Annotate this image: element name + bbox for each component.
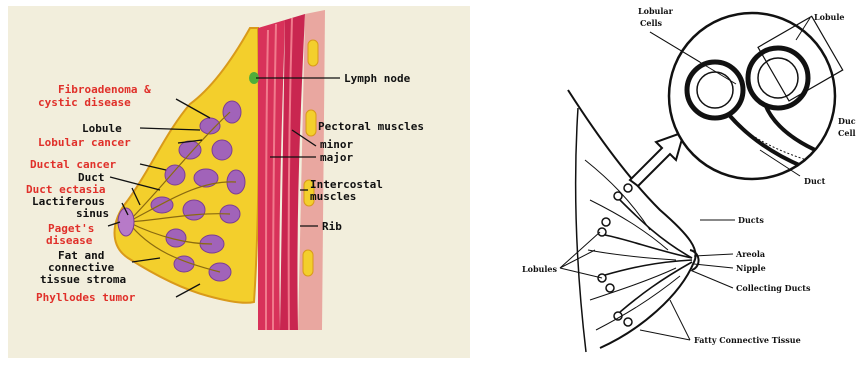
lobule bbox=[223, 101, 241, 123]
label-collecting-ducts: Collecting Ducts bbox=[736, 283, 811, 293]
label-rib: Rib bbox=[322, 220, 342, 233]
lobule-bulb bbox=[624, 318, 632, 326]
label-nipple: Nipple bbox=[736, 263, 766, 273]
label-tissue-stroma: tissue stroma bbox=[40, 273, 126, 286]
label-lobule: Lobule bbox=[82, 122, 122, 135]
lobule bbox=[212, 140, 232, 160]
label-muscles: muscles bbox=[310, 190, 356, 203]
label-disease: disease bbox=[46, 234, 93, 247]
label-lobular: Lobular bbox=[638, 6, 674, 16]
label-duct: Duct bbox=[804, 176, 826, 186]
label-sinus: sinus bbox=[76, 207, 109, 220]
label-lobule-magnified: Lobule bbox=[814, 12, 845, 22]
label-fatty-connective: Fatty Connective Tissue bbox=[694, 335, 801, 345]
lobule-bulb bbox=[614, 192, 622, 200]
label-minor: minor bbox=[320, 138, 353, 151]
chest-wall-line bbox=[576, 108, 586, 352]
rib bbox=[306, 110, 316, 136]
lobule-bulb bbox=[606, 284, 614, 292]
right-lineart-figure bbox=[560, 13, 843, 352]
label-major: major bbox=[320, 151, 353, 164]
label-cells: Cells bbox=[640, 18, 663, 28]
label-duct-top: Duc bbox=[838, 116, 856, 126]
label-cystic-disease: cystic disease bbox=[38, 96, 131, 109]
label-areola: Areola bbox=[735, 249, 765, 259]
right-ducts bbox=[605, 200, 692, 312]
magnify-arrow bbox=[630, 132, 684, 186]
left-anatomy-figure: Fibroadenoma & cystic disease Lobule Lob… bbox=[8, 6, 470, 358]
lobule bbox=[194, 169, 218, 187]
rib bbox=[303, 250, 313, 276]
lobule bbox=[179, 141, 201, 159]
label-ductal-cancer: Ductal cancer bbox=[30, 158, 116, 171]
label-lobular-cancer: Lobular cancer bbox=[38, 136, 131, 149]
rib bbox=[308, 40, 318, 66]
lobule-bulb bbox=[624, 184, 632, 192]
label-lobules: Lobules bbox=[522, 264, 558, 274]
lobule bbox=[183, 200, 205, 220]
label-lymph-node: Lymph node bbox=[344, 72, 411, 85]
label-fibroadenoma: Fibroadenoma & bbox=[58, 83, 151, 96]
lobule-bulb bbox=[598, 228, 606, 236]
connective-strands bbox=[585, 160, 680, 330]
label-pectoral-muscles: Pectoral muscles bbox=[318, 120, 424, 133]
lobule bbox=[165, 165, 185, 185]
lobule-bulb bbox=[602, 218, 610, 226]
right-lobules bbox=[598, 184, 632, 326]
label-phyllodes: Phyllodes tumor bbox=[36, 291, 136, 304]
label-cell-top: Cell bbox=[838, 128, 856, 138]
label-ducts: Ducts bbox=[738, 215, 764, 225]
